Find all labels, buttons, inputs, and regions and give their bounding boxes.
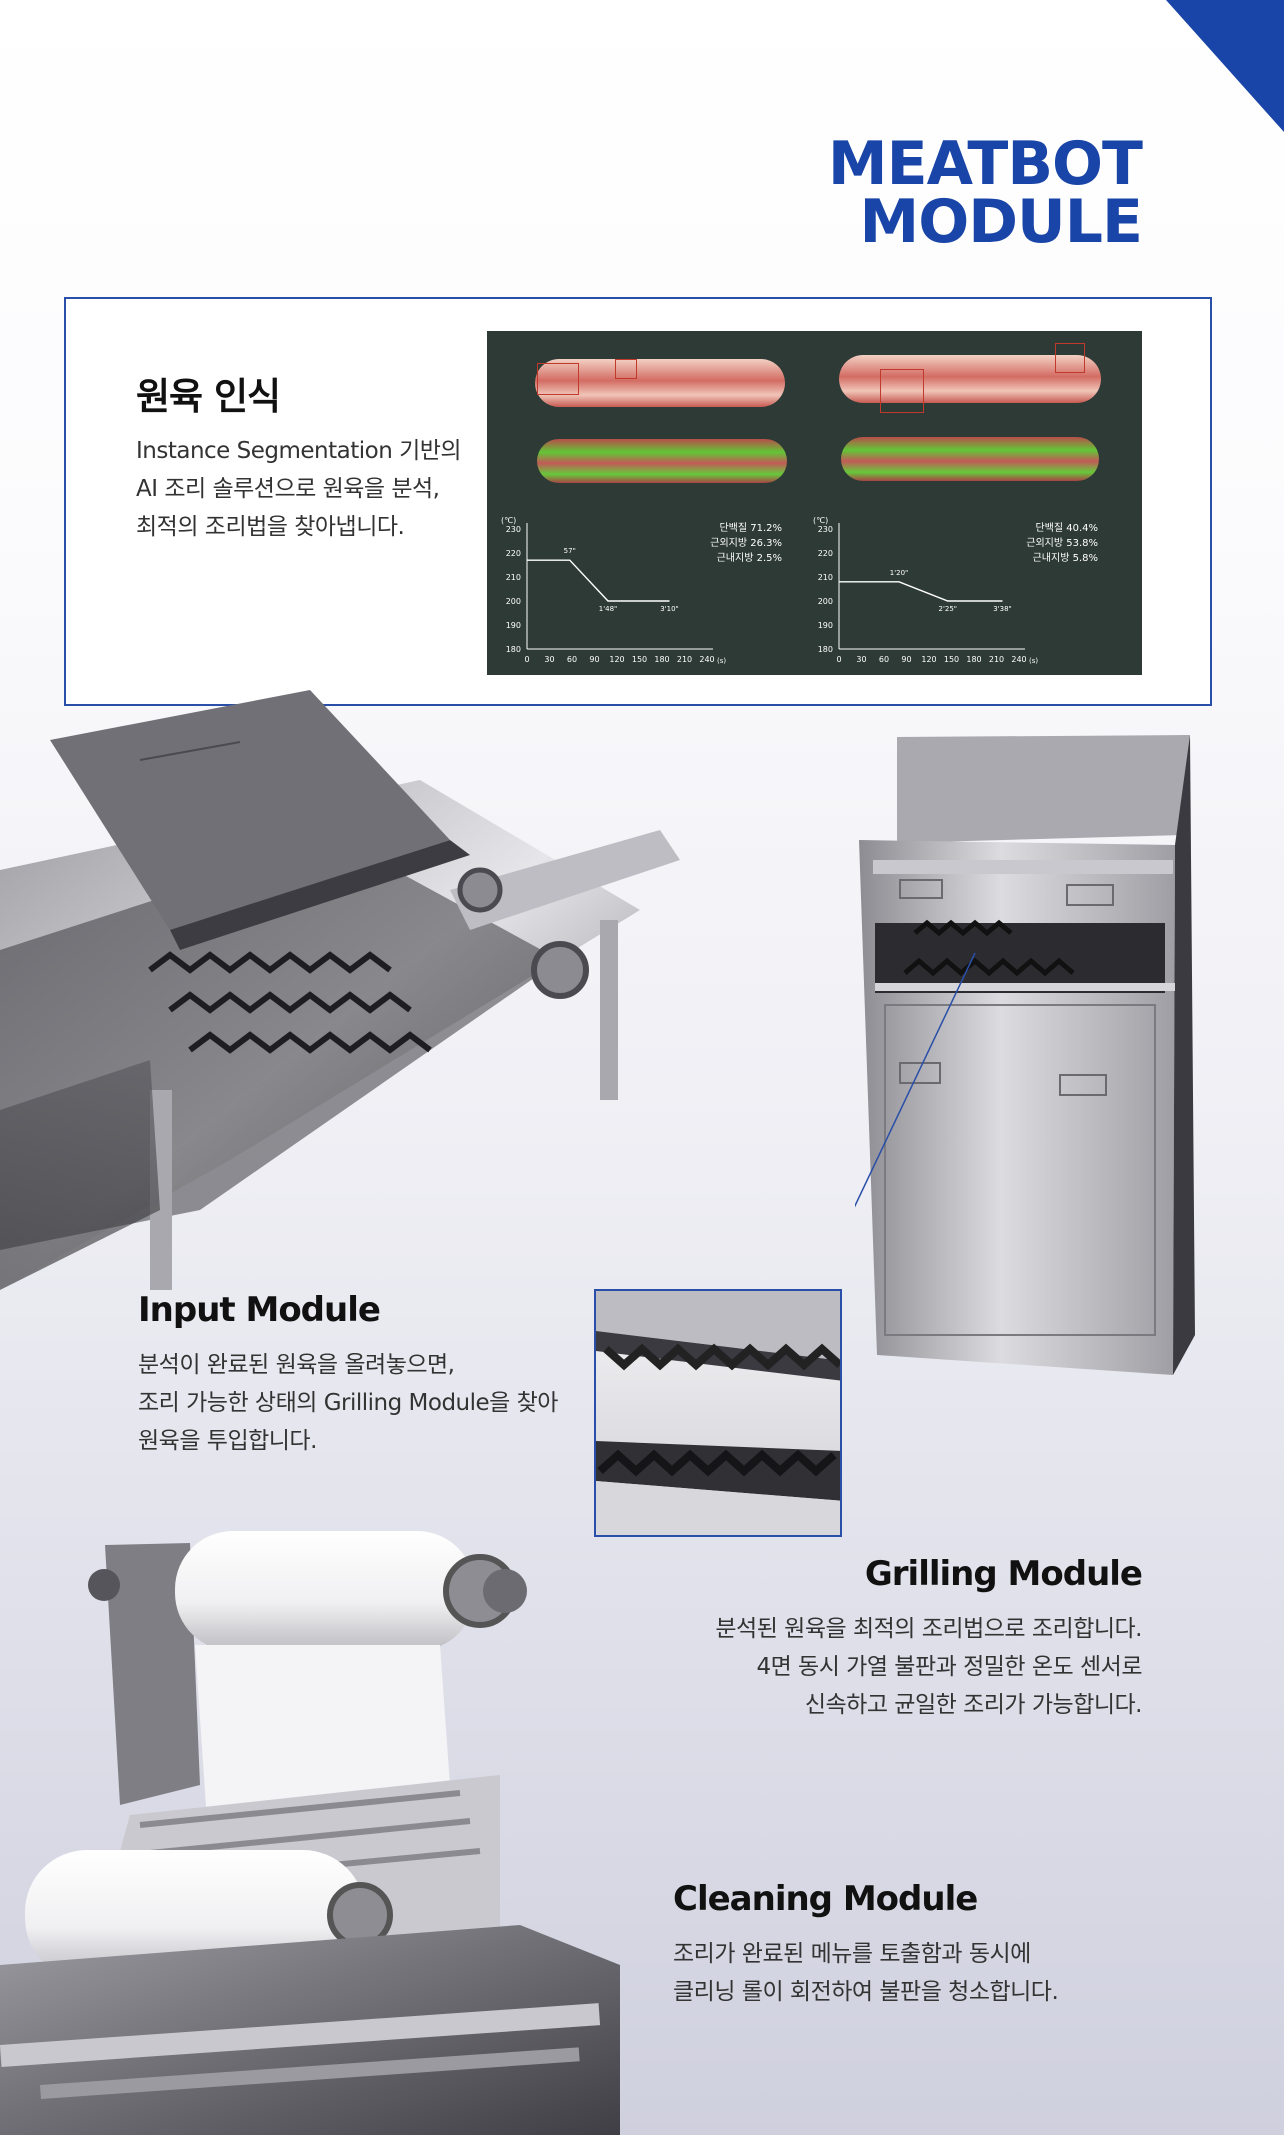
input-module-desc-line: 분석이 완료된 원육을 올려놓으면,: [138, 1352, 455, 1378]
y-tick-label: 220: [818, 549, 833, 558]
recognition-desc-line: Instance Segmentation 기반의: [136, 438, 462, 464]
stat-line: 단백질 71.2%: [719, 523, 782, 534]
recognition-desc-line: AI 조리 솔루션으로 원육을 분석,: [136, 476, 440, 502]
cleaning-module-image: [0, 1531, 620, 2135]
stat-line: 근외지방 26.3%: [710, 538, 782, 549]
chart-stats-2: 단백질 40.4% 근외지방 53.8% 근내지방 5.8%: [1026, 521, 1098, 566]
y-tick-label: 200: [818, 597, 833, 606]
x-tick-label: 120: [921, 655, 936, 664]
input-module-title: Input Module: [138, 1290, 381, 1330]
x-tick-label: 60: [879, 655, 889, 664]
meat-raw-image-1: [535, 359, 785, 407]
detection-box: [537, 363, 579, 395]
x-axis-label: (s): [1029, 657, 1038, 665]
series-line: [527, 559, 670, 602]
grilling-module-desc-line: 분석된 원육을 최적의 조리법으로 조리합니다.: [715, 1616, 1142, 1642]
recognition-title: 원육 인식: [136, 375, 281, 418]
x-tick-label: 90: [589, 655, 599, 664]
y-tick-label: 180: [818, 645, 833, 654]
y-tick-label: 190: [506, 621, 521, 630]
data-annotation: 1'20": [890, 569, 909, 577]
data-annotation: 1'48": [599, 605, 618, 613]
corner-accent: [1166, 0, 1284, 132]
x-tick-label: 60: [567, 655, 577, 664]
y-tick-label: 190: [818, 621, 833, 630]
data-annotation: 3'38": [993, 605, 1012, 613]
x-tick-label: 30: [856, 655, 866, 664]
detection-box: [880, 369, 924, 413]
x-tick-label: 150: [632, 655, 647, 664]
grill-detail-inset: [594, 1289, 842, 1537]
cleaning-module-desc: 조리가 완료된 메뉴를 토출함과 동시에 클리닝 롤이 회전하여 불판을 청소합…: [673, 1935, 1059, 2011]
chart-stats-1: 단백질 71.2% 근외지방 26.3% 근내지방 2.5%: [710, 521, 782, 566]
x-tick-label: 30: [544, 655, 554, 664]
input-module-desc-line: 원육을 투입합니다.: [138, 1428, 317, 1454]
grilling-module-image: [855, 735, 1195, 1375]
cleaning-module-desc-line: 조리가 완료된 메뉴를 토출함과 동시에: [673, 1941, 1031, 1967]
y-tick-label: 230: [818, 525, 833, 534]
x-tick-label: 90: [901, 655, 911, 664]
cleaning-module-desc-line: 클리닝 롤이 회전하여 불판을 청소합니다.: [673, 1979, 1059, 2005]
meat-raw-image-2: [839, 355, 1101, 403]
x-tick-label: 180: [654, 655, 669, 664]
recognition-desc: Instance Segmentation 기반의 AI 조리 솔루션으로 원육…: [136, 432, 462, 546]
stat-line: 근내지방 2.5%: [716, 553, 782, 564]
x-tick-label: 120: [609, 655, 624, 664]
y-tick-label: 180: [506, 645, 521, 654]
meat-segmented-image-1: [537, 439, 787, 483]
x-tick-label: 0: [836, 655, 841, 664]
y-axis-label: (℃): [813, 516, 828, 525]
detection-box: [1055, 343, 1085, 373]
y-tick-label: 210: [818, 573, 833, 582]
detection-box: [615, 359, 637, 379]
y-tick-label: 230: [506, 525, 521, 534]
input-module-desc: 분석이 완료된 원육을 올려놓으면, 조리 가능한 상태의 Grilling M…: [138, 1346, 558, 1460]
grilling-module-title: Grilling Module: [864, 1554, 1143, 1594]
x-tick-label: 240: [1011, 655, 1026, 664]
grilling-module-desc-line: 4면 동시 가열 불판과 정밀한 온도 센서로: [756, 1654, 1142, 1680]
x-tick-label: 0: [524, 655, 529, 664]
y-tick-label: 210: [506, 573, 521, 582]
brand-title: MEATBOT MODULE: [827, 129, 1143, 257]
brand-line-1: MEATBOT: [827, 129, 1143, 199]
y-axis-label: (℃): [501, 516, 516, 525]
data-annotation: 2'25": [938, 605, 957, 613]
input-module-image: [0, 690, 680, 1290]
y-tick-label: 200: [506, 597, 521, 606]
meat-segmented-image-2: [841, 437, 1099, 481]
stat-line: 근내지방 5.8%: [1032, 553, 1098, 564]
stat-line: 단백질 40.4%: [1035, 523, 1098, 534]
y-tick-label: 220: [506, 549, 521, 558]
x-tick-label: 180: [966, 655, 981, 664]
data-annotation: 3'10": [660, 605, 679, 613]
cleaning-module-title: Cleaning Module: [673, 1879, 978, 1919]
data-annotation: 57": [564, 547, 576, 555]
input-module-desc-line: 조리 가능한 상태의 Grilling Module을 찾아: [138, 1390, 558, 1416]
brand-line-2: MODULE: [859, 187, 1143, 257]
x-tick-label: 240: [699, 655, 714, 664]
series-line: [839, 581, 1003, 602]
x-tick-label: 210: [989, 655, 1004, 664]
x-tick-label: 210: [677, 655, 692, 664]
grilling-module-desc: 분석된 원육을 최적의 조리법으로 조리합니다. 4면 동시 가열 불판과 정밀…: [715, 1610, 1142, 1724]
x-axis-label: (s): [717, 657, 726, 665]
x-tick-label: 150: [944, 655, 959, 664]
recognition-desc-line: 최적의 조리법을 찾아냅니다.: [136, 514, 405, 540]
stat-line: 근외지방 53.8%: [1026, 538, 1098, 549]
grilling-module-desc-line: 신속하고 균일한 조리가 가능합니다.: [804, 1692, 1143, 1718]
